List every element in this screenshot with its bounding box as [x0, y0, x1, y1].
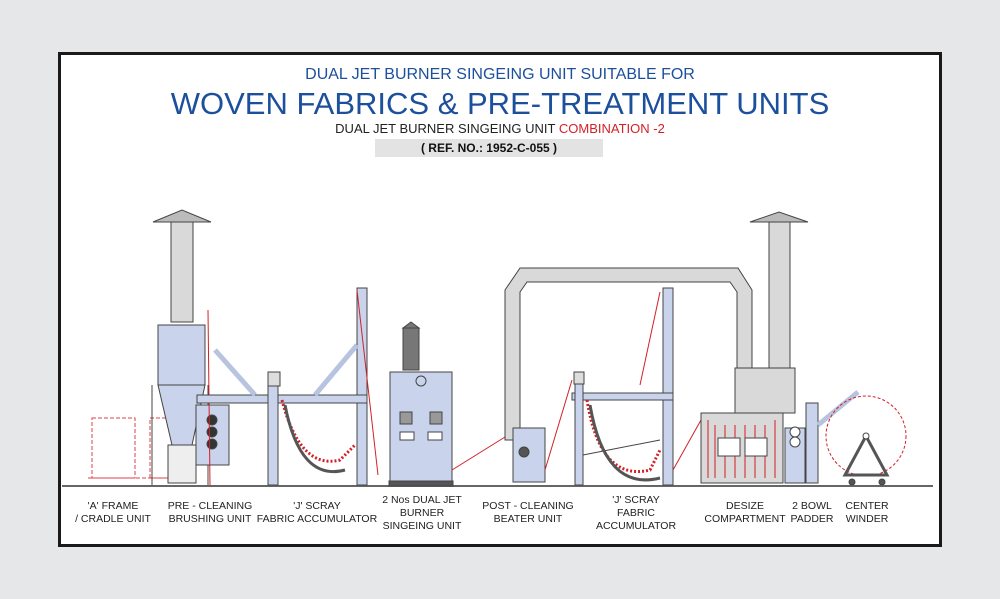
- label-line: 'A' FRAME: [87, 500, 139, 512]
- post-cleaning-beater-unit: [512, 379, 573, 483]
- label-line: FABRIC: [617, 507, 655, 519]
- subtitle-prefix: DUAL JET BURNER SINGEING UNIT: [335, 121, 556, 136]
- label-line: BURNER: [399, 507, 445, 519]
- label-line: / CRADLE UNIT: [75, 513, 151, 525]
- label-line: 'J' SCRAY: [612, 494, 660, 506]
- page-title: WOVEN FABRICS & PRE-TREATMENT UNITS: [170, 86, 830, 121]
- label-line: POST - CLEANING: [482, 500, 574, 512]
- label-line: PRE - CLEANING: [167, 500, 253, 512]
- pre-cleaning-brushing-unit: [151, 209, 230, 486]
- dual-jet-burner-singeing-unit: [356, 289, 506, 487]
- subtitle-top: DUAL JET BURNER SINGEING UNIT SUITABLE F…: [305, 66, 695, 83]
- label-line: 2 Nos DUAL JET: [382, 494, 462, 506]
- label-line: SINGEING UNIT: [382, 520, 462, 532]
- desize-compartment: [700, 211, 809, 484]
- label-line: CENTER: [845, 500, 889, 512]
- center-winder: [825, 395, 907, 486]
- label-line: WINDER: [845, 513, 889, 525]
- label-line: BRUSHING UNIT: [168, 513, 252, 525]
- label-line: PADDER: [790, 513, 834, 525]
- label-line: ACCUMULATOR: [595, 520, 677, 532]
- label-line: 2 BOWL: [792, 500, 832, 512]
- two-bowl-padder: [784, 390, 860, 484]
- label-line: BEATER UNIT: [493, 513, 563, 525]
- label-a-frame: 'A' FRAME/ CRADLE UNIT: [75, 500, 151, 526]
- subtitle-highlight: COMBINATION -2: [558, 121, 665, 136]
- j-scray-fabric-accumulator-2: [571, 287, 702, 486]
- label-line: 'J' SCRAY: [293, 500, 341, 512]
- subtitle: DUAL JET BURNER SINGEING UNIT COMBINATIO…: [0, 121, 1000, 136]
- label-line: DESIZE: [726, 500, 764, 512]
- label-line: COMPARTMENT: [704, 513, 786, 525]
- label-line: FABRIC ACCUMULATOR: [256, 513, 378, 525]
- j-scray-fabric-accumulator-1: [196, 287, 368, 486]
- reference-number: ( REF. NO.: 1952-C-055 ): [375, 139, 603, 157]
